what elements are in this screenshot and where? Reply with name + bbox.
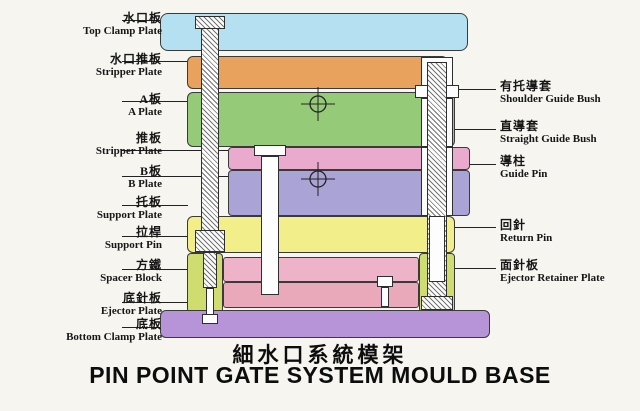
leader-line [122,205,188,206]
part-center-pin-shaft [261,156,279,295]
label-ejector-plate: 底針板 Ejector Plate [0,292,162,318]
label-zh: 水口板 [122,11,162,25]
label-shoulder-guide-bush: 有托導套 Shoulder Guide Bush [500,80,640,106]
part-support-plate [187,216,455,253]
leader-line [122,176,230,177]
title-english: PIN POINT GATE SYSTEM MOULD BASE [89,362,551,388]
part-stripper-plate [228,147,470,170]
label-zh: 導柱 [500,154,527,168]
label-zh: 方鐵 [135,258,162,272]
part-a-plate [187,92,455,147]
label-zh: 底板 [135,317,162,331]
label-zh: 托板 [135,195,162,209]
leader-line [122,269,188,270]
label-support-pin: 拉桿 Support Pin [0,226,162,252]
screw-left-shaft [206,288,214,316]
screw-right-shaft [381,287,389,307]
part-support-pin-shaft [201,28,219,252]
leader-line [122,61,188,62]
label-en: Return Pin [500,232,553,244]
leader-line [122,236,200,237]
label-en: Shoulder Guide Bush [500,93,601,105]
label-straight-guide-bush: 直導套 Straight Guide Bush [500,120,640,146]
leader-line [122,20,162,21]
label-guide-pin: 導柱 Guide Pin [500,155,640,181]
part-guide-pin-base [421,296,453,310]
label-en: Ejector Retainer Plate [500,272,605,284]
screw-right-head [377,276,393,287]
part-support-pin-collar [195,230,225,252]
label-zh: 底針板 [122,291,162,305]
leader-line [455,268,496,269]
leader-line [122,327,162,328]
label-zh: 面針板 [500,258,540,272]
label-top-clamp-plate: 水口板 Top Clamp Plate [0,12,162,38]
label-en: Stripper Plate [95,66,162,78]
label-en: Support Pin [104,239,162,251]
label-zh: A板 [139,92,162,106]
label-en: Stripper Plate [95,145,162,157]
label-zh: 直導套 [500,119,540,133]
leader-line [122,302,188,303]
leader-line [122,150,230,151]
label-stripper-plate: 推板 Stripper Plate [0,132,162,158]
label-return-pin: 回針 Return Pin [500,219,640,245]
leader-line [455,227,496,228]
label-support-plate: 托板 Support Plate [0,196,162,222]
label-en: Bottom Clamp Plate [66,331,162,343]
label-zh: 拉桿 [135,225,162,239]
label-ejector-retainer-plate: 面針板 Ejector Retainer Plate [500,259,640,285]
screw-left-head [202,314,218,324]
label-en: A Plate [128,106,162,118]
label-en: B Plate [128,178,162,190]
centerline-mark-icon [301,87,335,121]
label-spacer-block: 方鐵 Spacer Block [0,259,162,285]
label-en: Spacer Block [100,272,162,284]
part-center-pin-head [254,145,286,156]
label-a-plate: A板 A Plate [0,93,162,119]
leader-line [452,129,496,130]
leader-line [122,101,188,102]
leader-line [470,164,496,165]
label-zh: 推板 [135,131,162,145]
label-en: Guide Pin [500,168,548,180]
label-runner-stripper-plate: 水口推板 Stripper Plate [0,53,162,79]
label-en: Straight Guide Bush [500,133,597,145]
label-en: Ejector Plate [100,305,162,317]
label-b-plate: B板 B Plate [0,165,162,191]
part-support-pin-head [195,16,225,29]
part-return-pin [429,216,445,282]
centerline-mark-icon [301,162,335,196]
label-bottom-clamp-plate: 底板 Bottom Clamp Plate [0,318,162,344]
part-support-pin-lower [203,252,217,288]
label-zh: 水口推板 [109,52,162,66]
title-chinese: 細水口系統模架 [232,343,408,367]
label-zh: B板 [139,164,162,178]
leader-line [458,89,496,90]
label-zh: 回針 [500,218,527,232]
label-zh: 有托導套 [500,79,553,93]
label-en: Top Clamp Plate [82,25,162,37]
label-en: Support Plate [96,209,162,221]
